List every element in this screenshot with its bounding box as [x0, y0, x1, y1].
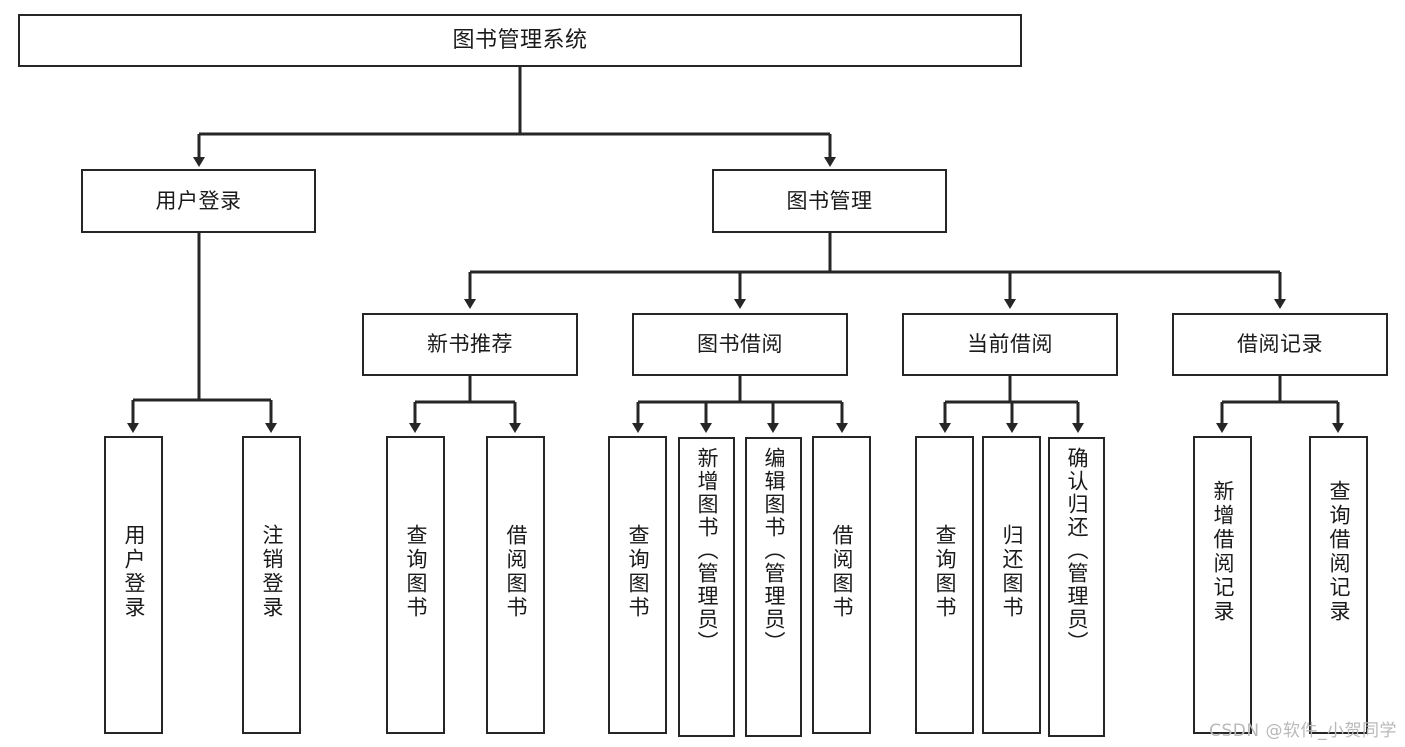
watermark-csdn: CSDN @软件_小贺同学 — [1209, 721, 1397, 741]
node-label: 借阅图书 — [504, 524, 528, 620]
node-root-book-management-system[interactable]: 图书管理系统 — [18, 14, 1022, 67]
node-leaf-borrow-book-1[interactable]: 借阅图书 — [486, 436, 545, 734]
node-leaf-edit-book[interactable]: 编辑图书（管理员） — [745, 437, 802, 737]
node-leaf-return-book[interactable]: 归还图书 — [982, 436, 1041, 734]
node-leaf-query-book-1[interactable]: 查询图书 — [386, 436, 445, 734]
node-leaf-query-book-3[interactable]: 查询图书 — [915, 436, 974, 734]
node-label: 图书管理系统 — [452, 27, 588, 53]
node-label: 借阅记录 — [1237, 332, 1323, 357]
node-label: 归还图书 — [1000, 524, 1024, 620]
node-label: 新增图书（管理员） — [695, 447, 719, 654]
node-label: 查询图书 — [626, 524, 650, 620]
node-label: 用户登录 — [155, 188, 242, 213]
node-new-book-recommend[interactable]: 新书推荐 — [362, 313, 578, 376]
node-label: 新书推荐 — [427, 332, 513, 357]
node-leaf-add-borrow-record[interactable]: 新增借阅记录 — [1193, 436, 1252, 734]
node-leaf-borrow-book-2[interactable]: 借阅图书 — [812, 436, 871, 734]
node-label: 图书借阅 — [697, 332, 783, 357]
node-label: 用户登录 — [122, 524, 146, 620]
node-leaf-logout-login[interactable]: 注销登录 — [242, 436, 301, 734]
node-label: 查询借阅记录 — [1327, 480, 1351, 624]
node-label: 图书管理 — [786, 188, 873, 213]
node-current-borrow[interactable]: 当前借阅 — [902, 313, 1118, 376]
node-leaf-user-login[interactable]: 用户登录 — [104, 436, 163, 734]
node-label: 注销登录 — [260, 524, 284, 620]
node-leaf-query-book-2[interactable]: 查询图书 — [608, 436, 667, 734]
node-label: 当前借阅 — [967, 332, 1053, 357]
node-book-management[interactable]: 图书管理 — [712, 169, 947, 233]
node-label: 查询图书 — [933, 524, 957, 620]
node-label: 查询图书 — [404, 524, 428, 620]
node-book-borrow[interactable]: 图书借阅 — [632, 313, 848, 376]
node-label: 新增借阅记录 — [1211, 480, 1235, 624]
node-borrow-record[interactable]: 借阅记录 — [1172, 313, 1388, 376]
node-leaf-add-book[interactable]: 新增图书（管理员） — [678, 437, 735, 737]
node-label: 借阅图书 — [830, 524, 854, 620]
node-leaf-confirm-return[interactable]: 确认归还（管理员） — [1048, 437, 1105, 737]
node-label: 确认归还（管理员） — [1065, 447, 1089, 654]
node-label: 编辑图书（管理员） — [762, 447, 786, 654]
node-user-login[interactable]: 用户登录 — [81, 169, 316, 233]
node-leaf-query-borrow-record[interactable]: 查询借阅记录 — [1309, 436, 1368, 734]
